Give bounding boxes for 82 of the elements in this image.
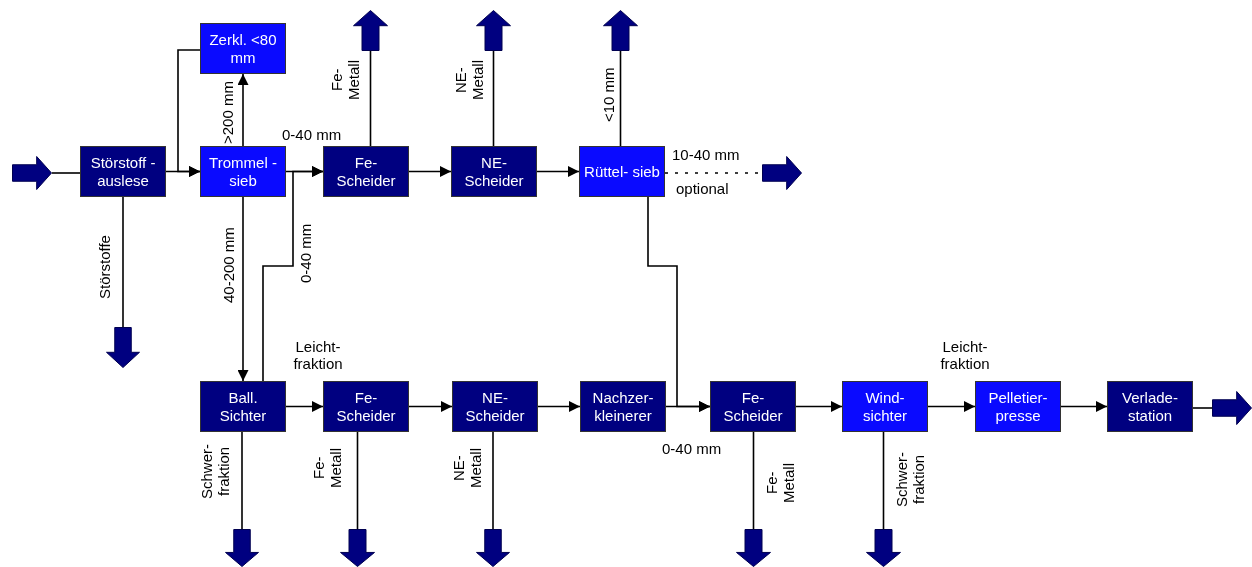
connector-line <box>122 196 124 328</box>
connector-line <box>492 431 494 530</box>
arrow <box>537 401 581 412</box>
process-box <box>842 381 928 432</box>
block-arrow <box>353 10 388 51</box>
edge-label: Fe- Metall <box>328 59 363 102</box>
block-arrow <box>225 529 259 567</box>
process-box <box>579 146 665 197</box>
connector-line <box>882 431 885 530</box>
connector-line <box>241 431 243 530</box>
box-text: Fe- Scheider <box>335 153 397 190</box>
edge-label: 10-40 mm <box>672 146 740 164</box>
arrow <box>237 196 249 382</box>
arrow <box>1060 401 1108 412</box>
edge-label: 0-40 mm <box>662 440 722 458</box>
arrow <box>408 401 453 412</box>
process-box <box>580 381 666 432</box>
connector-line <box>356 431 359 530</box>
arrow <box>237 73 249 147</box>
edge-label: 0-40 mm <box>297 222 315 286</box>
box-text: Verlade- station <box>1121 388 1179 425</box>
box-text: Störstoff -auslese <box>89 153 157 190</box>
note-text: optional <box>676 180 729 198</box>
process-box <box>451 146 537 197</box>
edge-label: 40-200 mm <box>220 226 238 306</box>
box-text: NE- Scheider <box>464 388 526 425</box>
edge-label: NE- Metall <box>450 447 485 490</box>
process-box <box>975 381 1061 432</box>
process-box <box>710 381 796 432</box>
box-text: NE- Scheider <box>463 153 525 190</box>
box-text: Fe- Scheider <box>335 388 397 425</box>
edge-label: >200 mm <box>219 80 237 147</box>
arrow <box>177 49 201 177</box>
block-arrow <box>866 529 901 567</box>
block-arrow <box>1212 391 1252 425</box>
box-text: Rüttel- sieb <box>583 162 661 181</box>
block-arrow <box>106 327 140 368</box>
arrow <box>285 401 324 412</box>
connector-line <box>369 50 372 147</box>
edge-label: 0-40 mm <box>282 126 342 144</box>
connector-line <box>619 50 622 147</box>
box-text: Zerkl. <80 mm <box>208 30 278 67</box>
edge-label: NE- Metall <box>452 59 487 102</box>
edge-label: Fe- Metall <box>763 462 798 505</box>
arrow <box>408 166 452 177</box>
process-box <box>200 146 286 197</box>
edge-label: Schwer- fraktion <box>893 450 928 509</box>
block-arrow <box>476 10 511 51</box>
process-box <box>200 23 286 74</box>
arrow <box>665 401 711 412</box>
connector-line <box>51 172 81 174</box>
process-box <box>200 381 286 432</box>
block-arrow <box>12 156 52 190</box>
edge-label: <10 mm <box>600 66 618 125</box>
box-text: Trommel -sieb <box>208 153 278 190</box>
block-arrow <box>762 156 802 190</box>
arrow <box>795 401 843 412</box>
arrow <box>927 401 976 412</box>
block-arrow <box>340 529 375 567</box>
block-arrow <box>476 529 510 567</box>
process-box <box>452 381 538 432</box>
block-arrow <box>736 529 771 567</box>
edge-label: Störstoffe <box>96 234 114 301</box>
arrow <box>536 166 580 177</box>
edge-label: Fe- Metall <box>310 447 345 490</box>
process-box <box>80 146 166 197</box>
process-box <box>323 146 409 197</box>
arrow <box>262 166 324 382</box>
process-box <box>323 381 409 432</box>
connector-line <box>492 50 495 147</box>
edge-label: Leicht- fraktion <box>292 338 344 373</box>
connector-line <box>752 431 755 530</box>
box-text: Nachzer- kleinerer <box>591 388 655 425</box>
box-text: Ball. Sichter <box>218 388 268 425</box>
box-text: Wind- sichter <box>861 388 909 425</box>
edge-label: Leicht- fraktion <box>939 338 991 373</box>
box-text: Pelletier- presse <box>987 388 1049 425</box>
connector-line <box>1192 407 1213 409</box>
process-box <box>1107 381 1193 432</box>
box-text: Fe- Scheider <box>722 388 784 425</box>
edge-label: Schwer- fraktion <box>198 442 233 501</box>
block-arrow <box>603 10 638 51</box>
